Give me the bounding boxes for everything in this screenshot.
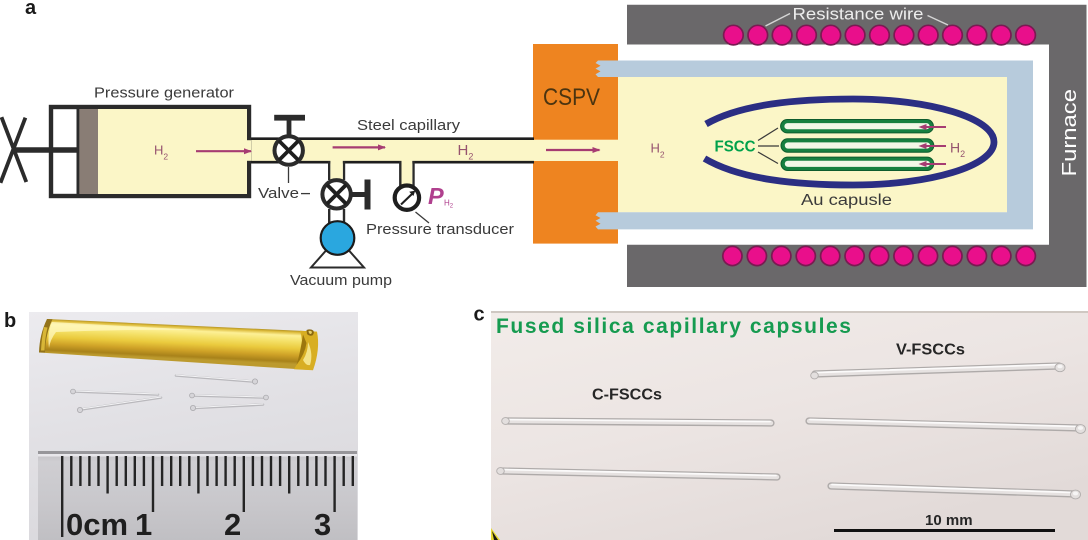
svg-text:Valve: Valve — [258, 185, 299, 202]
svg-text:0cm: 0cm — [66, 507, 128, 540]
svg-text:Fused silica capillary capsule: Fused silica capillary capsules — [496, 315, 853, 338]
svg-text:Vacuum pump: Vacuum pump — [290, 272, 392, 289]
svg-text:Steel capillary: Steel capillary — [357, 117, 461, 134]
svg-text:Pressure transducer: Pressure transducer — [366, 221, 514, 238]
svg-text:Au capusle: Au capusle — [801, 192, 892, 209]
svg-text:Resistance wire: Resistance wire — [793, 5, 924, 23]
svg-text:b: b — [4, 310, 16, 332]
svg-text:1: 1 — [135, 507, 152, 540]
svg-text:2: 2 — [224, 507, 241, 540]
svg-text:c: c — [474, 304, 485, 326]
svg-text:P: P — [428, 183, 444, 209]
svg-text:C-FSCCs: C-FSCCs — [592, 387, 662, 404]
svg-text:10 mm: 10 mm — [925, 512, 973, 529]
svg-text:a: a — [25, 0, 37, 19]
svg-text:CSPV: CSPV — [543, 84, 601, 111]
svg-text:FSCC: FSCC — [715, 139, 756, 156]
svg-text:Pressure generator: Pressure generator — [94, 84, 234, 101]
svg-text:V-FSCCs: V-FSCCs — [896, 342, 965, 359]
svg-text:3: 3 — [314, 507, 331, 540]
svg-text:H2: H2 — [444, 199, 454, 210]
svg-text:Furnace: Furnace — [1058, 89, 1081, 177]
